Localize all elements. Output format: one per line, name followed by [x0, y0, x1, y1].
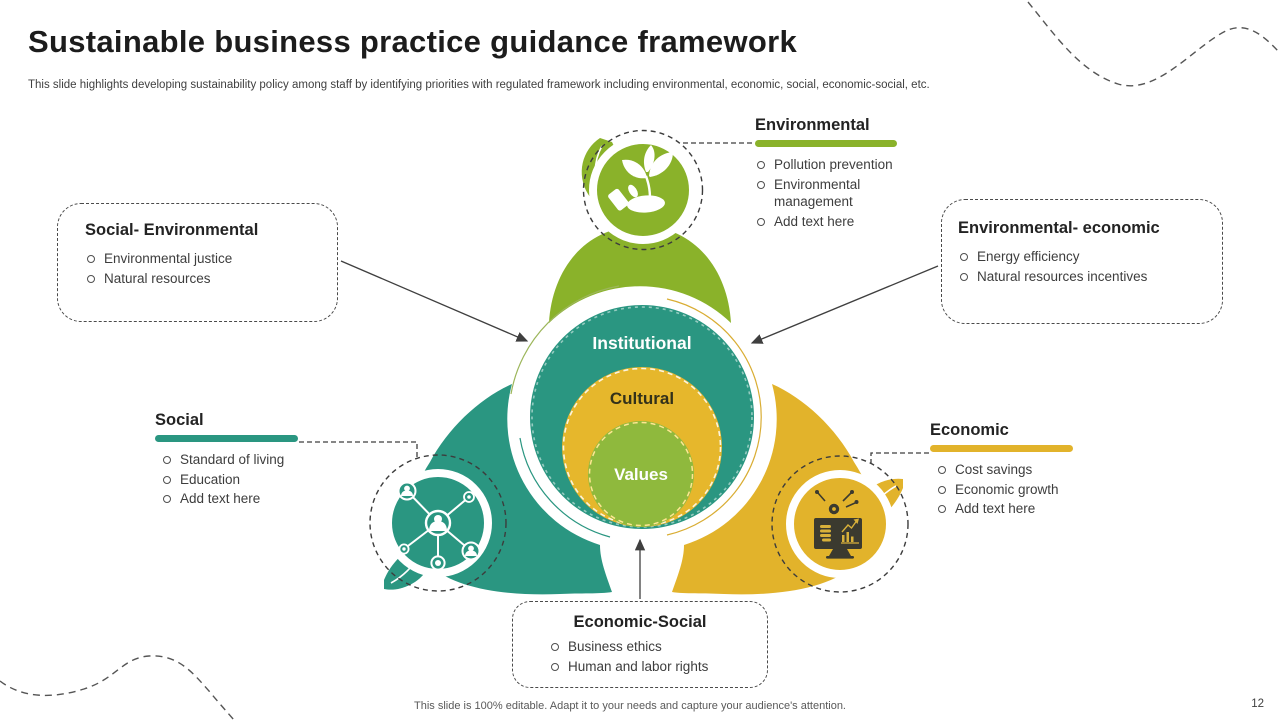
- page-title: Sustainable business practice guidance f…: [28, 24, 797, 59]
- hand-holding-sprout-icon: [608, 145, 673, 213]
- cultural-label: Cultural: [610, 389, 674, 408]
- list-item-text: Natural resources: [104, 270, 211, 286]
- bullet-marker: [757, 161, 765, 169]
- list-item-text: Add text here: [774, 213, 855, 229]
- values-label: Values: [614, 465, 668, 484]
- bullet-marker: [163, 495, 171, 503]
- list-item: Add text here: [755, 213, 923, 231]
- list-item-text: Cost savings: [955, 462, 1033, 477]
- list-item-text: Add text here: [180, 491, 261, 506]
- environmental-accent-bar: [755, 140, 897, 147]
- bullet-marker: [163, 475, 171, 484]
- social-section: Social Standard of living Education Add …: [155, 411, 330, 510]
- bullet-marker: [960, 253, 968, 261]
- list-item: Economic growth: [936, 481, 1110, 499]
- institutional-label: Institutional: [592, 333, 691, 353]
- decorative-wave-top-right: [1027, 1, 1280, 87]
- orbit-arc-green: [510, 285, 620, 395]
- bullet-marker: [938, 466, 946, 474]
- list-item: Education: [161, 471, 330, 489]
- environmental-economic-list: Energy efficiency Natural resources ince…: [958, 248, 1212, 285]
- list-item: Natural resources: [85, 270, 319, 288]
- bullet-marker: [163, 456, 171, 464]
- social-node: [369, 454, 507, 592]
- list-item-text: Environmental management: [774, 176, 861, 210]
- list-item-text: Economic growth: [955, 481, 1059, 497]
- list-item-text: Environmental justice: [104, 251, 233, 266]
- connector-economic: [870, 452, 929, 464]
- bullet-marker: [551, 643, 559, 651]
- list-item: Add text here: [161, 490, 330, 508]
- bullet-marker: [938, 505, 946, 513]
- decorative-wave-bottom-left: [0, 655, 235, 720]
- list-item: Environmental justice: [85, 250, 319, 268]
- petal-environmental: [549, 226, 731, 323]
- orbit-arc-teal: [519, 437, 611, 538]
- economic-social-box: Economic-Social Business ethics Human an…: [512, 601, 768, 688]
- social-environmental-box: Social- Environmental Environmental just…: [57, 203, 338, 322]
- dashed-ring: [771, 455, 909, 593]
- orbit-arc-yellow: [666, 298, 762, 536]
- list-item: Business ethics: [549, 638, 751, 656]
- bullet-marker: [960, 272, 968, 281]
- list-item: Add text here: [936, 500, 1110, 518]
- list-item: Human and labor rights: [549, 658, 751, 676]
- economic-social-list: Business ethics Human and labor rights: [549, 638, 751, 675]
- list-item: Pollution prevention: [755, 156, 923, 174]
- environmental-list: Pollution prevention Environmental manag…: [755, 156, 923, 230]
- values-dashed-edge: [588, 421, 694, 527]
- social-list: Standard of living Education Add text he…: [161, 451, 330, 508]
- dashed-ring: [582, 129, 704, 251]
- list-item: Energy efficiency: [958, 248, 1212, 266]
- economic-section: Economic Cost savings Economic growth Ad…: [930, 421, 1110, 520]
- economic-social-title: Economic-Social: [573, 613, 707, 631]
- social-environmental-title: Social- Environmental: [85, 221, 259, 239]
- list-item-text: Pollution prevention: [774, 157, 893, 172]
- dashed-ring: [369, 454, 507, 592]
- bullet-marker: [551, 662, 559, 671]
- list-item-text: Education: [180, 471, 241, 487]
- institutional-dashed-edge: [531, 306, 753, 528]
- environmental-section: Environmental Pollution prevention Envir…: [755, 116, 923, 232]
- footer-note: This slide is 100% editable. Adapt it to…: [414, 700, 846, 712]
- list-item-text: Energy efficiency: [977, 249, 1080, 264]
- bullet-marker: [87, 255, 95, 263]
- environmental-economic-box: Environmental- economic Energy efficienc…: [941, 199, 1223, 324]
- list-item: Natural resources incentives: [958, 268, 1212, 286]
- environmental-title: Environmental: [755, 116, 870, 134]
- economic-accent-bar: [930, 445, 1073, 452]
- list-item: Cost savings: [936, 461, 1110, 479]
- list-item-text: Human and labor rights: [568, 658, 709, 674]
- social-title: Social: [155, 411, 204, 429]
- social-accent-bar: [155, 435, 298, 442]
- arrow-environmental-economic: [750, 265, 939, 344]
- connector-social: [299, 441, 418, 458]
- list-item-text: Add text here: [955, 501, 1036, 516]
- environmental-node: [581, 129, 704, 251]
- list-item-text: Business ethics: [568, 639, 662, 654]
- bullet-marker: [938, 485, 946, 494]
- economic-list: Cost savings Economic growth Add text he…: [936, 461, 1110, 518]
- economic-node: [771, 455, 909, 593]
- list-item-text: Natural resources incentives: [977, 268, 1148, 284]
- list-item: Standard of living: [161, 451, 330, 469]
- values-circle: [588, 421, 694, 527]
- arrow-social-environmental: [340, 260, 529, 342]
- economic-title: Economic: [930, 421, 1009, 439]
- environmental-economic-title: Environmental- economic: [958, 219, 1160, 237]
- social-environmental-list: Environmental justice Natural resources: [85, 250, 319, 287]
- people-network-icon: [397, 481, 481, 571]
- page-subtitle: This slide highlights developing sustain…: [28, 79, 930, 91]
- bullet-marker: [87, 274, 95, 283]
- list-item: Environmental management: [755, 176, 923, 211]
- bullet-marker: [757, 180, 765, 189]
- computer-analytics-icon: [814, 490, 862, 559]
- cultural-dashed-edge: [562, 367, 722, 527]
- bullet-marker: [757, 217, 765, 226]
- list-item-text: Standard of living: [180, 452, 285, 467]
- page-number: 12: [1251, 698, 1264, 710]
